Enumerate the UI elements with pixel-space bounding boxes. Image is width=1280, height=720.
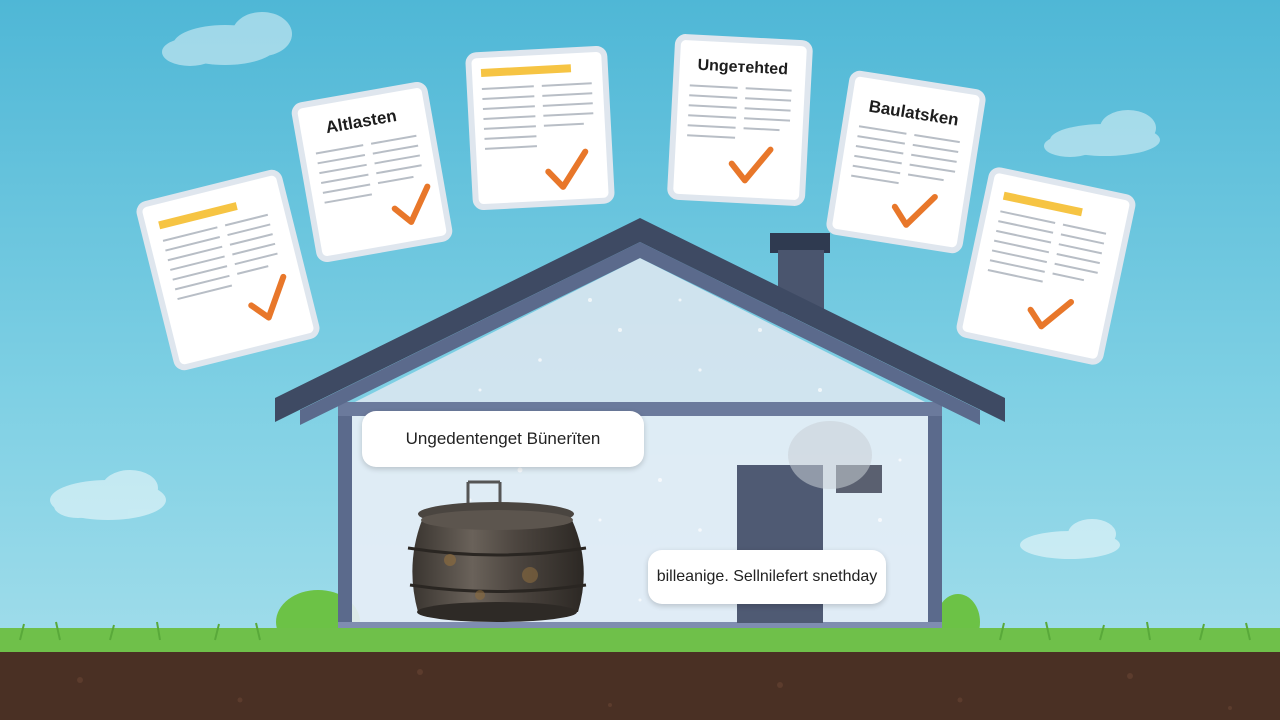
check-icon (1027, 298, 1075, 330)
cloud (1044, 110, 1160, 157)
mist (788, 421, 872, 489)
document-card: Baulatsken (826, 70, 986, 254)
check-icon (891, 193, 938, 228)
check-icon (728, 146, 774, 184)
document-card: Ungeтehted (667, 34, 813, 206)
callout-text: billeanige. Sellnilefert snethday (656, 568, 878, 585)
house-wall-left (338, 402, 352, 642)
document-card (956, 167, 1136, 365)
check-icon (545, 148, 589, 190)
house-wall-right (928, 402, 942, 642)
grass-blades (19, 621, 1251, 641)
check-icon (391, 183, 431, 225)
document-title: Ungeтehted (697, 57, 788, 79)
oil-tank-icon (407, 480, 587, 622)
callout-label: Ungedentenget Bünerïten (362, 411, 644, 467)
cloud (162, 12, 292, 66)
document-card (136, 169, 320, 371)
cloud (1020, 519, 1120, 559)
house-gable (355, 258, 925, 402)
check-icon (248, 273, 287, 321)
soil-texture (77, 669, 1232, 710)
grass-strip (0, 628, 1280, 654)
cloud (50, 470, 166, 520)
soil (0, 652, 1280, 720)
document-card (465, 45, 615, 211)
document-card: Altlasten (291, 81, 453, 263)
callout-text: Ungedentenget Bünerïten (405, 429, 601, 448)
chimney (770, 233, 830, 253)
callout-label: billeanige. Sellnilefert snethday (648, 550, 886, 604)
